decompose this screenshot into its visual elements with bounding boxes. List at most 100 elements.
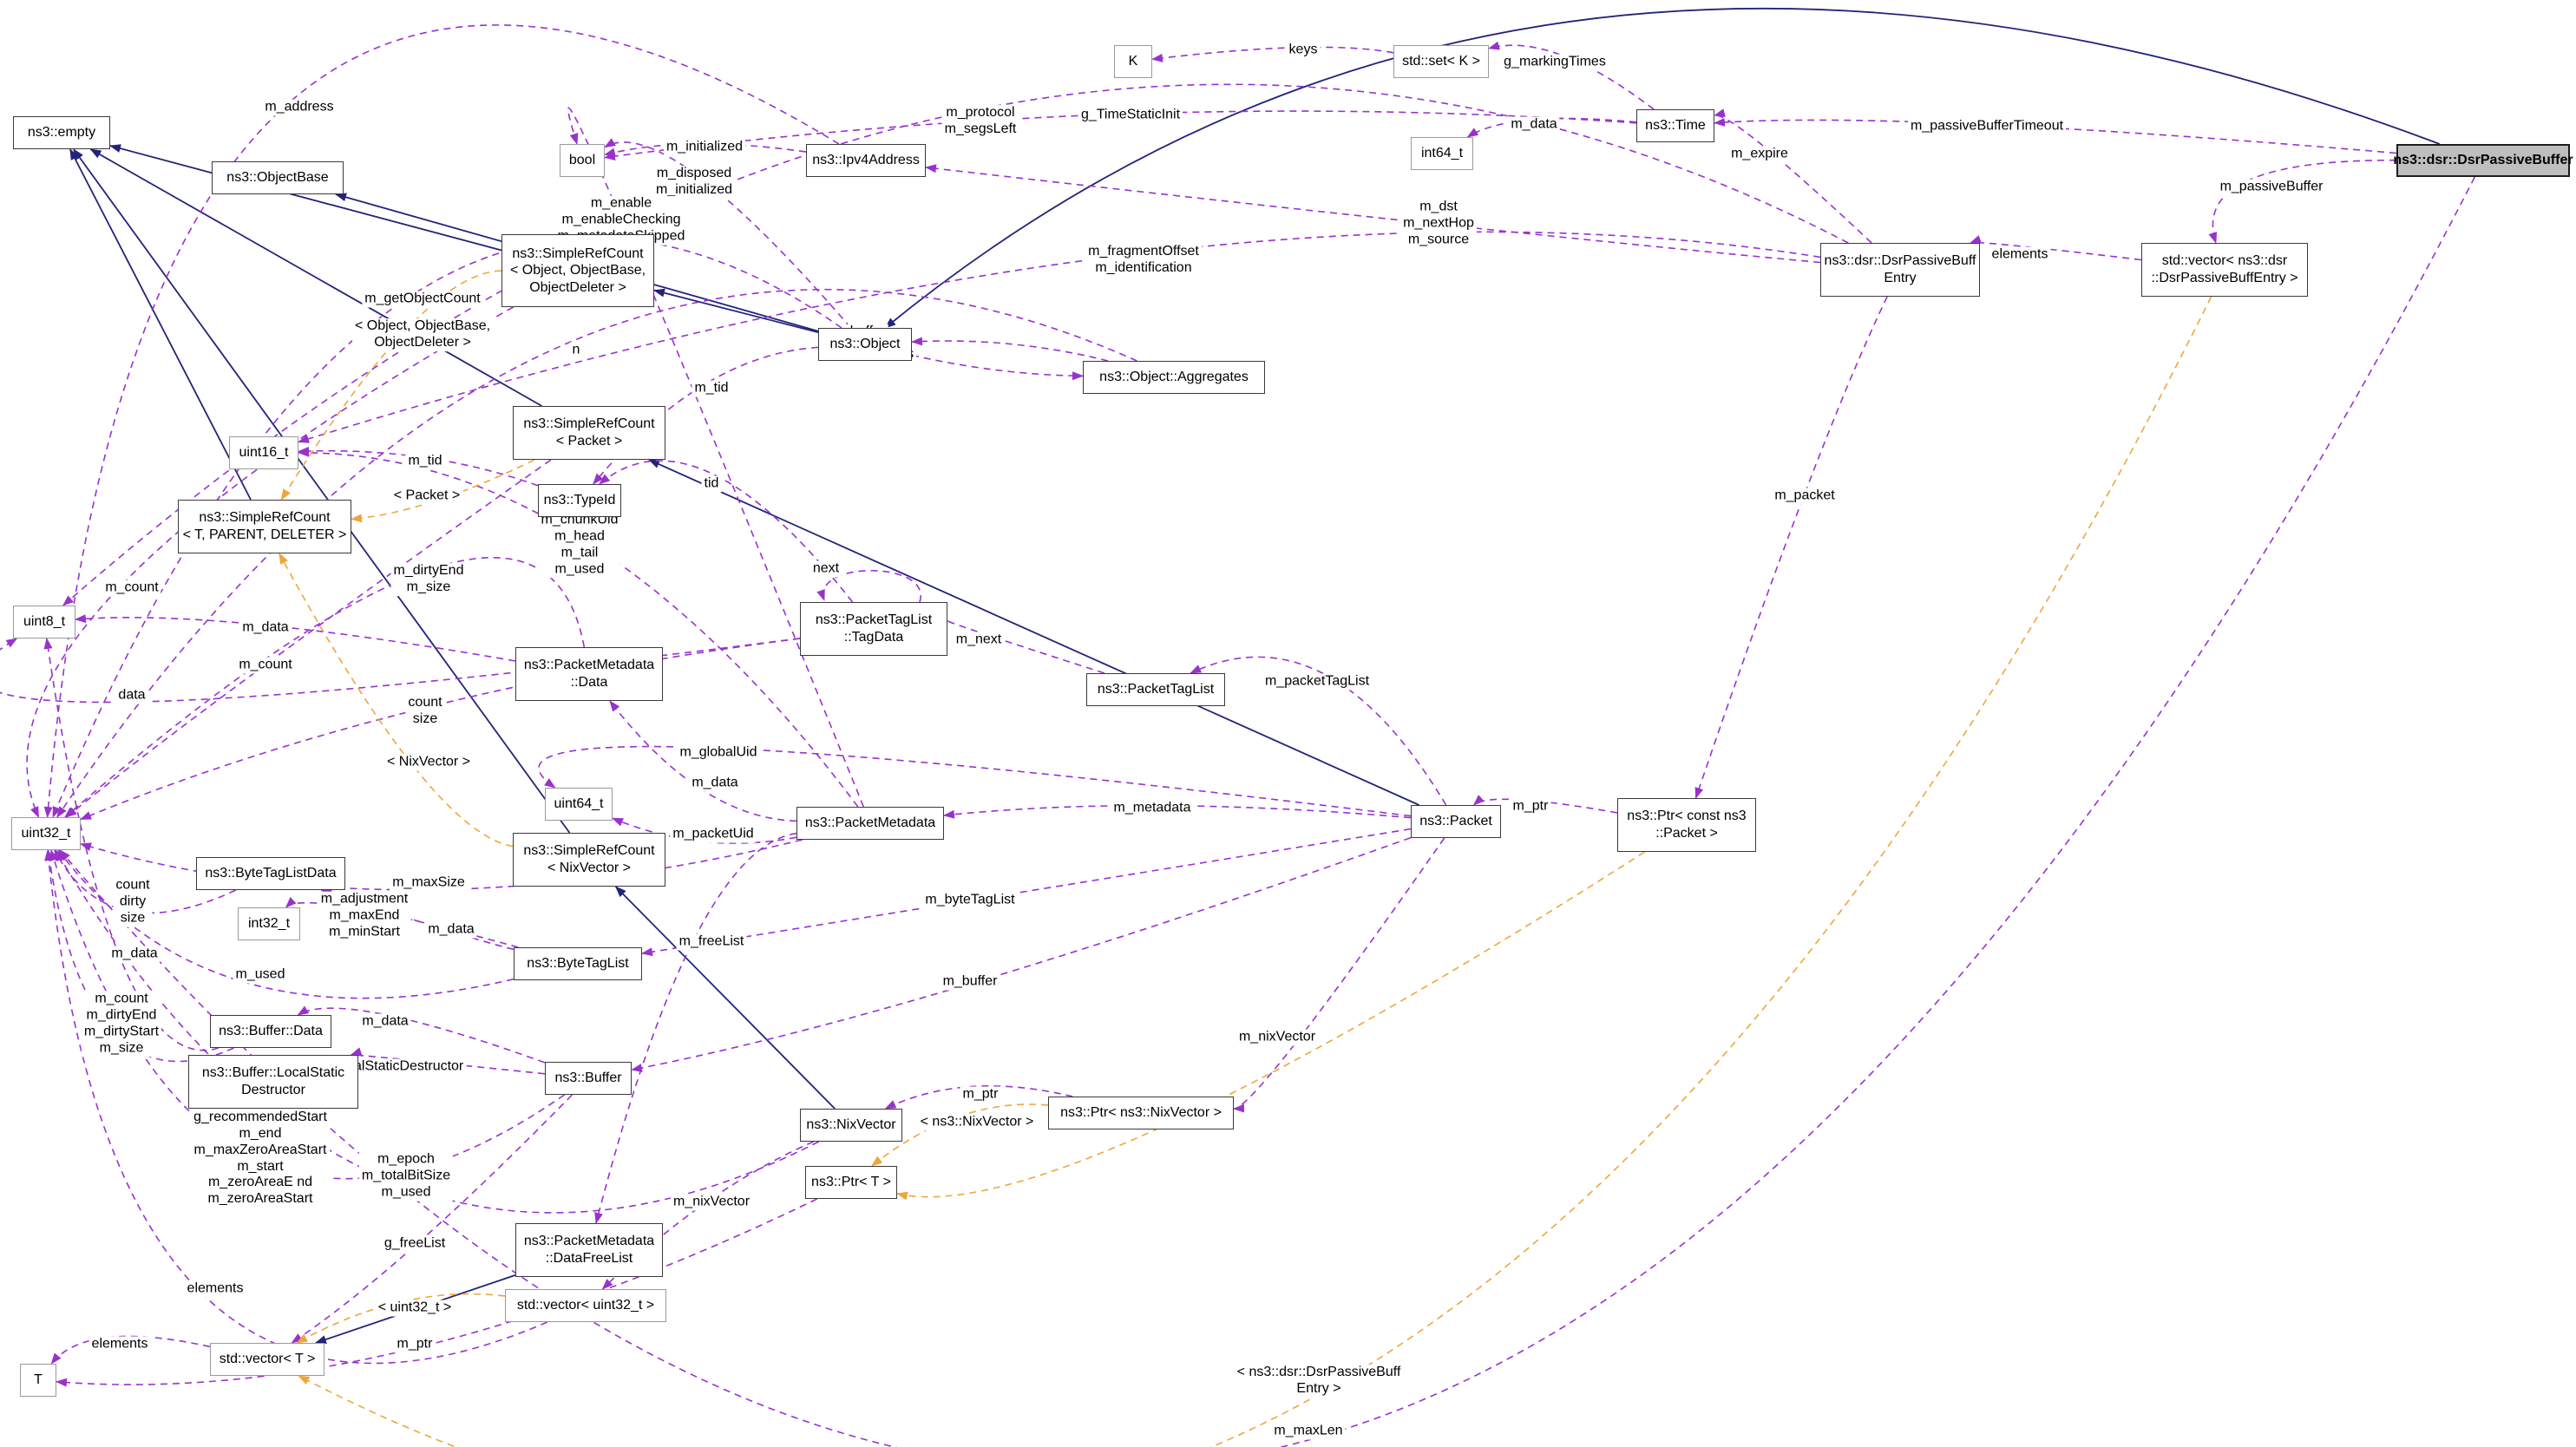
edge-label-srcobj-uint32: m_count [102, 579, 161, 597]
edge-label-ptl-tagdata: m_next [953, 632, 1005, 649]
node-srcpkt[interactable]: ns3::SimpleRefCount < Packet > [513, 406, 665, 460]
node-object[interactable]: ns3::Object [818, 328, 912, 361]
edge-packet-btl [641, 828, 1412, 957]
edge-vecu32-uint32 [44, 849, 548, 1365]
node-uint32[interactable]: uint32_t [11, 817, 81, 850]
edge-label-time-bool: g_TimeStaticInit [1078, 107, 1183, 124]
edge-label-btl-int32: m_adjustment m_maxEnd m_minStart [318, 891, 411, 941]
node-dfl[interactable]: ns3::PacketMetadata ::DataFreeList [515, 1223, 663, 1277]
node-vecu32[interactable]: std::vector< uint32_t > [505, 1289, 666, 1322]
edge-packet-ptrnix [1233, 837, 1445, 1113]
edge-nix-srcnix [614, 886, 836, 1110]
edge-label-bufdata-uint8: m_data [108, 946, 161, 963]
node-ptl[interactable]: ns3::PacketTagList [1086, 673, 1225, 706]
edge-label-ptrt-t: m_ptr [394, 1336, 436, 1353]
edge-label-typeid-uint16: m_tid [405, 453, 445, 470]
node-uint64[interactable]: uint64_t [545, 788, 613, 821]
edge-dpb-object [884, 7, 2441, 329]
node-bool[interactable]: bool [560, 144, 605, 177]
node-uint16[interactable]: uint16_t [229, 436, 298, 469]
edge-label-object-bool: m_disposed m_initialized [652, 166, 736, 199]
edge-object-aggregates [911, 354, 1084, 381]
node-aggregates[interactable]: ns3::Object::Aggregates [1083, 361, 1265, 394]
edge-label-pm-uint64: m_packetUid [670, 826, 757, 843]
edge-label-dpb-time: m_passiveBufferTimeout [1907, 118, 2067, 135]
node-uint8[interactable]: uint8_t [13, 606, 75, 638]
edge-label-ipv4-bool: m_initialized [663, 139, 746, 156]
edge-label-dpbe-uint8: m_protocol m_segsLeft [941, 105, 1019, 138]
edge-label-dpb-uint32: m_maxLen [1271, 1423, 1346, 1440]
edge-srcnix-srct [279, 553, 514, 848]
edge-dpb-vecentry [2208, 159, 2397, 244]
node-dpb[interactable]: ns3::dsr::DsrPassiveBuffer [2393, 144, 2573, 177]
edge-packet-pm [943, 804, 1412, 819]
node-srcnix[interactable]: ns3::SimpleRefCount < NixVector > [513, 833, 665, 887]
node-setk[interactable]: std::set< K > [1393, 45, 1489, 78]
edge-srcpkt-empty [89, 148, 542, 407]
node-ptrcp[interactable]: ns3::Ptr< const ns3 ::Packet > [1617, 798, 1756, 852]
edge-label-pmdata-uint8: m_data [239, 619, 292, 637]
node-empty[interactable]: ns3::empty [13, 116, 110, 149]
node-k[interactable]: K [1114, 45, 1152, 78]
edge-label-btl-btld: m_data [425, 921, 477, 939]
edge-label-aggregates-uint32: n [569, 342, 583, 359]
node-vect[interactable]: std::vector< T > [210, 1343, 324, 1376]
edge-bufdata-uint8 [43, 638, 220, 1051]
node-btld[interactable]: ns3::ByteTagListData [196, 857, 345, 890]
edge-label-btld-uint32: count dirty size [113, 877, 153, 927]
edge-label-vecu32-vect: < uint32_t > [375, 1300, 455, 1317]
node-packet[interactable]: ns3::Packet [1411, 805, 1501, 838]
node-buffer[interactable]: ns3::Buffer [545, 1062, 632, 1095]
edge-srcobj-empty [109, 144, 502, 252]
node-t[interactable]: T [20, 1364, 56, 1397]
node-pmdata[interactable]: ns3::PacketMetadata ::Data [515, 647, 663, 701]
edge-label-tagdata-uint32: count size [405, 695, 445, 728]
node-btl[interactable]: ns3::ByteTagList [514, 947, 642, 980]
edge-time-setk [1488, 41, 1655, 110]
edge-label-ipv4-uint32: m_address [262, 99, 337, 116]
edge-pm-bool [567, 107, 865, 808]
node-time[interactable]: ns3::Time [1636, 109, 1714, 142]
node-int64[interactable]: int64_t [1411, 137, 1473, 170]
edge-label-tagdata-uint8: data [115, 687, 148, 704]
edge-vecentry-dpbe [1970, 235, 2142, 261]
edge-object-srcobj [653, 288, 819, 333]
edge-label-buffer-bufdata: m_data [359, 1013, 411, 1031]
edge-label-tagdata-tagdata: next [810, 560, 842, 578]
node-vecentry[interactable]: std::vector< ns3::dsr ::DsrPassiveBuffEn… [2141, 243, 2308, 297]
edge-label-vecu32-uint32: elements [184, 1280, 246, 1298]
node-pm[interactable]: ns3::PacketMetadata [796, 807, 944, 840]
node-typeid[interactable]: ns3::TypeId [538, 484, 621, 517]
edge-label-packet-buffer: m_buffer [940, 973, 1000, 991]
edge-label-packet-btl: m_byteTagList [922, 892, 1018, 909]
edge-nix-uint32 [55, 849, 820, 1214]
edge-label-packet-ptrnix: m_nixVector [1236, 1029, 1319, 1046]
edge-label-dpb-vecentry: m_passiveBuffer [2217, 179, 2326, 196]
node-srct[interactable]: ns3::SimpleRefCount < T, PARENT, DELETER… [178, 500, 351, 553]
node-buflsd[interactable]: ns3::Buffer::LocalStatic Destructor [188, 1055, 358, 1109]
edge-label-pm-uint32: m_maxSize [390, 874, 468, 892]
node-tagdata[interactable]: ns3::PacketTagList ::TagData [800, 602, 947, 656]
node-dpbe[interactable]: ns3::dsr::DsrPassiveBuff Entry [1820, 243, 1980, 297]
node-ipv4[interactable]: ns3::Ipv4Address [806, 144, 926, 177]
node-objectbase[interactable]: ns3::ObjectBase [212, 161, 344, 194]
node-int32[interactable]: int32_t [238, 907, 300, 940]
edge-srcobj-uint32 [26, 306, 514, 818]
node-nix[interactable]: ns3::NixVector [800, 1109, 902, 1142]
edge-label-ptrnix-nix: m_ptr [960, 1086, 1001, 1103]
edge-ptrt-t [56, 1198, 818, 1387]
edge-label-nix-uint32: m_epoch m_totalBitSize m_used [358, 1151, 454, 1201]
edge-packet-srcpkt [648, 459, 1419, 806]
node-bufdata[interactable]: ns3::Buffer::Data [210, 1015, 331, 1048]
node-ptrnix[interactable]: ns3::Ptr< ns3::NixVector > [1048, 1097, 1234, 1129]
edge-dpb-time [1714, 117, 2397, 154]
edge-srct-empty [69, 148, 252, 501]
node-srcobj[interactable]: ns3::SimpleRefCount < Object, ObjectBase… [501, 234, 654, 307]
edge-dpb-uint32 [59, 176, 2476, 1447]
edge-label-buffer-vect: g_freeList [381, 1235, 449, 1253]
edge-label-dpbe-uint16: m_fragmentOffset m_identification [1085, 244, 1202, 277]
node-ptrt[interactable]: ns3::Ptr< T > [805, 1166, 897, 1199]
